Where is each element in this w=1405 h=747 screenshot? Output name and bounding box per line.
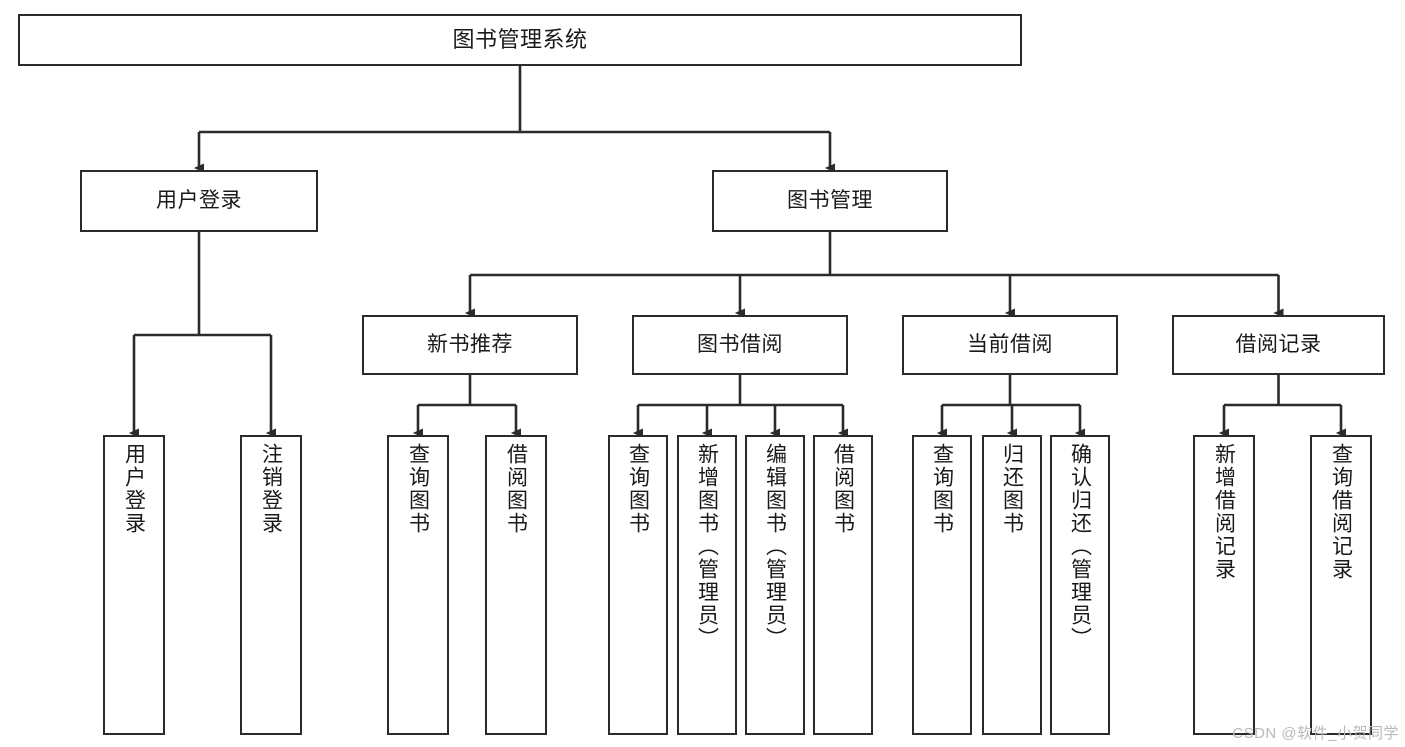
watermark: CSDN @软件_小贺同学 <box>1232 725 1399 742</box>
connector-group <box>128 66 1347 438</box>
node-label: 新增图书（管理员） <box>695 443 719 650</box>
node-current[interactable]: 当前借阅 <box>902 315 1118 375</box>
node-label: 新增借阅记录 <box>1212 443 1236 581</box>
node-borrow[interactable]: 图书借阅 <box>632 315 848 375</box>
node-bw-add[interactable]: 新增图书（管理员） <box>677 435 737 735</box>
node-label: 新书推荐 <box>427 332 513 356</box>
node-label: 查询图书 <box>626 443 650 535</box>
node-label: 确认归还（管理员） <box>1068 443 1092 650</box>
node-label: 编辑图书（管理员） <box>763 443 787 650</box>
node-records[interactable]: 借阅记录 <box>1172 315 1385 375</box>
node-login[interactable]: 用户登录 <box>80 170 318 232</box>
node-label: 用户登录 <box>122 443 146 535</box>
node-cb-return[interactable]: 归还图书 <box>982 435 1042 735</box>
node-label: 当前借阅 <box>967 332 1053 356</box>
node-label: 查询图书 <box>930 443 954 535</box>
node-bw-query[interactable]: 查询图书 <box>608 435 668 735</box>
node-cb-query[interactable]: 查询图书 <box>912 435 972 735</box>
node-label: 借阅图书 <box>504 443 528 535</box>
node-bw-edit[interactable]: 编辑图书（管理员） <box>745 435 805 735</box>
node-label: 图书管理系统 <box>452 27 588 53</box>
node-label: 查询图书 <box>406 443 430 535</box>
node-label: 借阅图书 <box>831 443 855 535</box>
node-label: 注销登录 <box>259 443 283 535</box>
node-nb-borrow[interactable]: 借阅图书 <box>485 435 547 735</box>
node-newbook[interactable]: 新书推荐 <box>362 315 578 375</box>
node-cb-confirm[interactable]: 确认归还（管理员） <box>1050 435 1110 735</box>
node-label: 图书管理 <box>787 188 873 212</box>
node-login-in[interactable]: 用户登录 <box>103 435 165 735</box>
node-label: 借阅记录 <box>1235 332 1322 356</box>
node-label: 归还图书 <box>1000 443 1024 535</box>
node-bw-borrow[interactable]: 借阅图书 <box>813 435 873 735</box>
node-root[interactable]: 图书管理系统 <box>18 14 1022 66</box>
node-label: 查询借阅记录 <box>1329 443 1353 581</box>
node-label: 图书借阅 <box>697 332 783 356</box>
node-label: 用户登录 <box>156 188 242 212</box>
node-rc-query[interactable]: 查询借阅记录 <box>1310 435 1372 735</box>
node-nb-query[interactable]: 查询图书 <box>387 435 449 735</box>
node-rc-add[interactable]: 新增借阅记录 <box>1193 435 1255 735</box>
node-bookmgmt[interactable]: 图书管理 <box>712 170 948 232</box>
node-login-out[interactable]: 注销登录 <box>240 435 302 735</box>
